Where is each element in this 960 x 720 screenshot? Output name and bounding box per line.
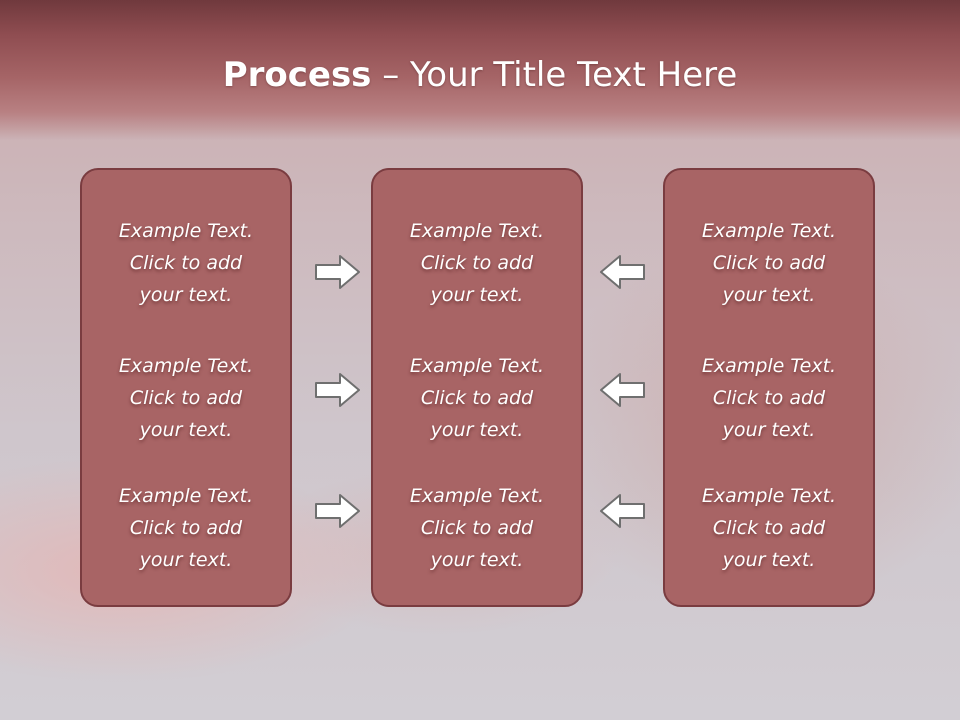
text-line: Example Text. — [118, 220, 254, 242]
text-line: Click to add — [420, 517, 534, 539]
text-line: Example Text. — [118, 485, 254, 507]
text-block[interactable]: Example Text. Click to add your text. — [82, 350, 290, 446]
text-line: Example Text. — [409, 485, 545, 507]
text-line: Click to add — [712, 517, 826, 539]
text-line: Click to add — [420, 252, 534, 274]
arrow-right-icon — [314, 371, 362, 409]
text-line: Example Text. — [701, 220, 837, 242]
title-bold: Process — [222, 55, 372, 95]
text-line: Example Text. — [701, 355, 837, 377]
text-line: your text. — [430, 419, 524, 441]
text-block[interactable]: Example Text. Click to add your text. — [665, 350, 873, 446]
text-line: your text. — [722, 549, 816, 571]
text-line: your text. — [139, 284, 233, 306]
process-box-right[interactable]: Example Text. Click to add your text. Ex… — [663, 168, 875, 607]
arrow-right-icon — [314, 492, 362, 530]
text-block[interactable]: Example Text. Click to add your text. — [373, 215, 581, 311]
text-line: Example Text. — [701, 485, 837, 507]
text-line: your text. — [430, 284, 524, 306]
text-block[interactable]: Example Text. Click to add your text. — [82, 215, 290, 311]
text-line: Click to add — [420, 387, 534, 409]
arrow-left-icon — [598, 371, 646, 409]
text-line: Example Text. — [118, 355, 254, 377]
text-line: Example Text. — [409, 220, 545, 242]
text-block[interactable]: Example Text. Click to add your text. — [665, 480, 873, 576]
text-line: your text. — [722, 284, 816, 306]
text-line: Example Text. — [409, 355, 545, 377]
text-line: your text. — [139, 549, 233, 571]
text-line: your text. — [722, 419, 816, 441]
arrow-left-icon — [598, 492, 646, 530]
text-block[interactable]: Example Text. Click to add your text. — [373, 350, 581, 446]
arrow-left-icon — [598, 253, 646, 291]
text-line: your text. — [139, 419, 233, 441]
text-line: Click to add — [712, 387, 826, 409]
process-box-center[interactable]: Example Text. Click to add your text. Ex… — [371, 168, 583, 607]
text-line: Click to add — [129, 517, 243, 539]
text-line: Click to add — [129, 387, 243, 409]
text-block[interactable]: Example Text. Click to add your text. — [665, 215, 873, 311]
text-line: Click to add — [129, 252, 243, 274]
title-rest: – Your Title Text Here — [371, 55, 738, 95]
text-line: Click to add — [712, 252, 826, 274]
arrow-right-icon — [314, 253, 362, 291]
title-bar — [0, 0, 960, 140]
text-block[interactable]: Example Text. Click to add your text. — [82, 480, 290, 576]
slide-title[interactable]: Process – Your Title Text Here — [0, 52, 960, 98]
text-line: your text. — [430, 549, 524, 571]
process-box-left[interactable]: Example Text. Click to add your text. Ex… — [80, 168, 292, 607]
text-block[interactable]: Example Text. Click to add your text. — [373, 480, 581, 576]
